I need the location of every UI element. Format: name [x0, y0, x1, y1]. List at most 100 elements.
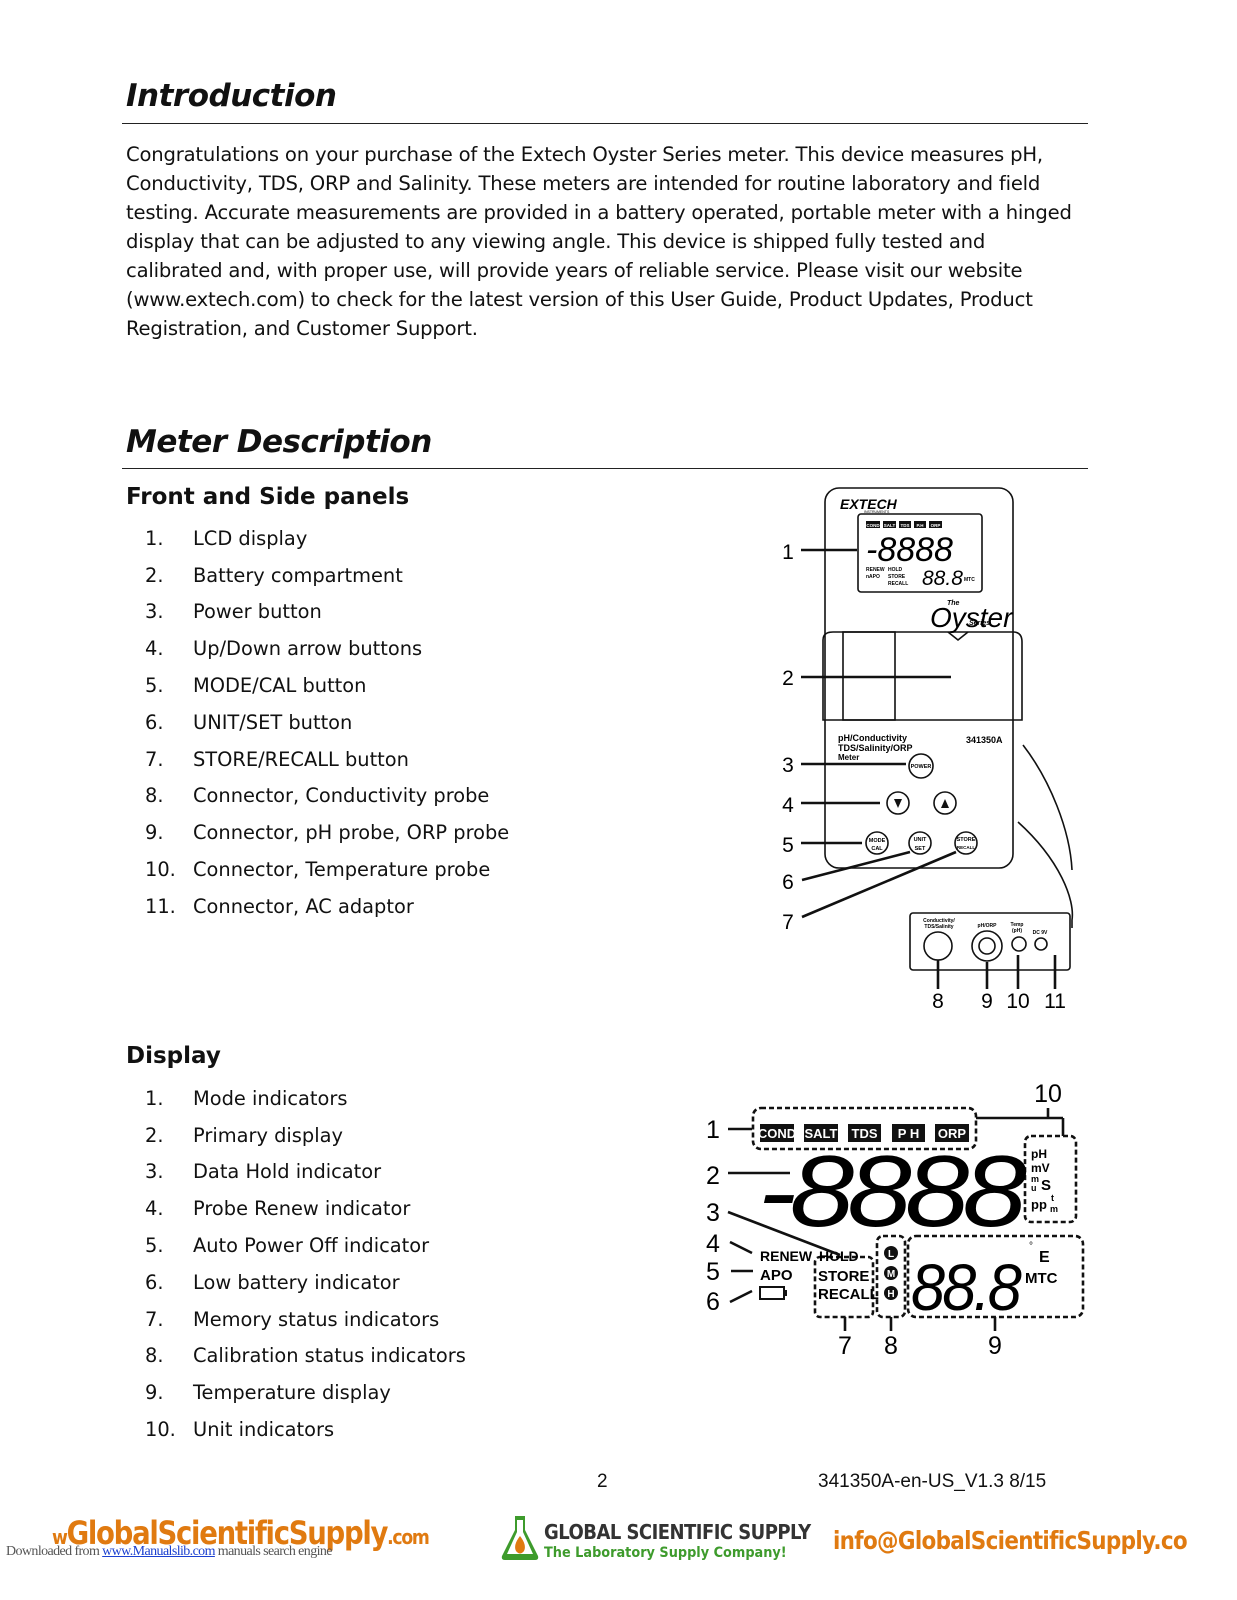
callout-3: 3	[782, 754, 794, 777]
mode-tds: TDS	[852, 1126, 878, 1141]
svg-text:(pH): (pH)	[1012, 928, 1022, 934]
conn-cond-label: Conductivity/	[923, 918, 955, 924]
list-item: 8.Calibration status indicators	[145, 1344, 466, 1368]
series-the: The	[947, 600, 960, 607]
small-mode-tds: TDS	[901, 523, 910, 528]
unit-ph: pH	[1031, 1147, 1047, 1161]
gss-title: GLOBAL SCIENTIFIC SUPPLY	[544, 1520, 811, 1544]
renew-indicator: RENEW	[760, 1248, 813, 1264]
series-word: Series	[969, 620, 990, 627]
unit-button: UNIT	[914, 837, 927, 843]
list-item: 6.Low battery indicator	[145, 1270, 400, 1294]
degree-icon: °	[1029, 1241, 1033, 1252]
cal-low-icon: L	[888, 1249, 894, 1260]
conn-dc-label: DC 9V	[1033, 930, 1048, 936]
callout-2: 2	[782, 667, 794, 690]
display-illustration: COND SALT TDS P H ORP -8888 RENEW HOLD A…	[706, 1080, 1085, 1360]
apo-indicator: APO	[760, 1267, 793, 1284]
list-item: 10.Unit indicators	[145, 1418, 335, 1442]
list-item: 2.Primary display	[145, 1123, 343, 1147]
battery-icon	[759, 1286, 785, 1300]
callout-9: 9	[981, 990, 993, 1013]
brand-sub: INSTRUMENTS	[864, 510, 890, 514]
display-list: 1.Mode indicators 2.Primary display 3.Da…	[145, 1080, 466, 1448]
unit-mv: mV	[1031, 1161, 1050, 1175]
list-item: 4.Up/Down arrow buttons	[145, 637, 423, 661]
manualslib-link[interactable]: www.Manualslib.com	[102, 1544, 215, 1559]
intro-rule	[122, 123, 1088, 124]
cal-high-icon: H	[887, 1289, 894, 1300]
gss-email-link[interactable]: info@GlobalScientificSupply.co	[833, 1526, 1188, 1555]
list-item: 2.Battery compartment	[145, 563, 403, 587]
recall-indicator: RECALL	[818, 1286, 879, 1303]
callout-11: 11	[1044, 990, 1066, 1013]
svg-text:TDS/Salinity: TDS/Salinity	[924, 924, 953, 930]
list-item: 7.Memory status indicators	[145, 1307, 440, 1331]
callout-10: 10	[1006, 990, 1029, 1013]
small-mode-ph: P.H	[917, 523, 924, 528]
dcallout-6: 6	[706, 1288, 720, 1316]
meter-illustration: COND SALT TDS P.H ORP EXTECH INSTRUMENTS…	[782, 487, 1074, 1013]
unit-m: m	[1031, 1174, 1039, 1184]
mode-salt: SALT	[805, 1126, 838, 1141]
dcallout-5: 5	[706, 1258, 720, 1286]
panels-list: 1.LCD display 2.Battery compartment 3.Po…	[145, 520, 509, 925]
panels-heading: Front and Side panels	[126, 484, 410, 510]
list-item: 5.MODE/CAL button	[145, 674, 367, 698]
intro-heading: Introduction	[126, 78, 337, 114]
conn-temp-label: Temp	[1011, 922, 1024, 928]
dcallout-8: 8	[884, 1332, 898, 1360]
store-button: STORE	[957, 837, 976, 843]
intro-paragraph: Congratulations on your purchase of the …	[126, 143, 1072, 340]
small-recall: RECALL	[888, 581, 908, 587]
callout-8: 8	[932, 990, 944, 1013]
store-indicator: STORE	[818, 1268, 869, 1285]
dcallout-2: 2	[706, 1162, 720, 1190]
callout-1: 1	[782, 541, 794, 564]
brand-logo: EXTECH	[840, 496, 898, 512]
list-item: 3.Power button	[145, 600, 322, 624]
list-item: 11.Connector, AC adaptor	[145, 894, 414, 918]
power-button: POWER	[911, 764, 932, 770]
mode-orp: ORP	[938, 1126, 967, 1141]
flask-logo-icon	[501, 1516, 539, 1560]
doc-id: 341350A-en-US_V1.3 8/15	[818, 1471, 1047, 1492]
list-item: 5.Auto Power Off indicator	[145, 1234, 430, 1258]
dcallout-10: 10	[1034, 1080, 1062, 1108]
svg-text:CAL: CAL	[871, 846, 883, 852]
small-renew: RENEW	[866, 567, 885, 573]
callout-7: 7	[782, 911, 794, 934]
conn-ph-label: pH/ORP	[978, 923, 998, 929]
unit-t: t	[1051, 1193, 1054, 1203]
unit-u: u	[1031, 1183, 1037, 1193]
secondary-digits: 88.8	[911, 1250, 1022, 1324]
label-line2: TDS/Salinity/ORP	[838, 743, 913, 753]
meter-heading: Meter Description	[126, 424, 432, 460]
list-item: 9.Connector, pH probe, ORP probe	[145, 821, 510, 845]
small-secondary-digits: 88.8	[922, 567, 963, 590]
small-mtc: MTC	[964, 577, 975, 583]
list-item: 1.LCD display	[145, 526, 308, 550]
list-item: 9.Temperature display	[145, 1381, 391, 1405]
meter-rule	[122, 468, 1088, 469]
dcallout-9: 9	[988, 1332, 1002, 1360]
list-item: 4.Probe Renew indicator	[145, 1197, 411, 1221]
small-store: STORE	[888, 574, 906, 580]
dcallout-3: 3	[706, 1199, 720, 1227]
small-apo: nAPO	[866, 574, 880, 580]
svg-text:RECALL: RECALL	[957, 845, 975, 850]
gss-site-link[interactable]: wGlobalScientificSupply.com	[52, 1514, 430, 1552]
mode-cond: COND	[758, 1126, 796, 1141]
unit-m2: m	[1050, 1204, 1058, 1214]
callout-4: 4	[782, 794, 794, 817]
download-note: Downloaded from www.Manualslib.com manua…	[6, 1544, 333, 1559]
series-logo: Oyster	[930, 602, 1014, 633]
down-arrow-icon	[894, 799, 902, 808]
list-item: 6.UNIT/SET button	[145, 710, 353, 734]
mode-ph: P H	[898, 1126, 919, 1141]
dcallout-4: 4	[706, 1230, 720, 1258]
small-mode-cond: COND	[866, 523, 880, 528]
mode-button: MODE	[869, 838, 886, 844]
small-primary-digits: -8888	[866, 531, 953, 569]
small-mode-orp: ORP	[931, 523, 941, 528]
